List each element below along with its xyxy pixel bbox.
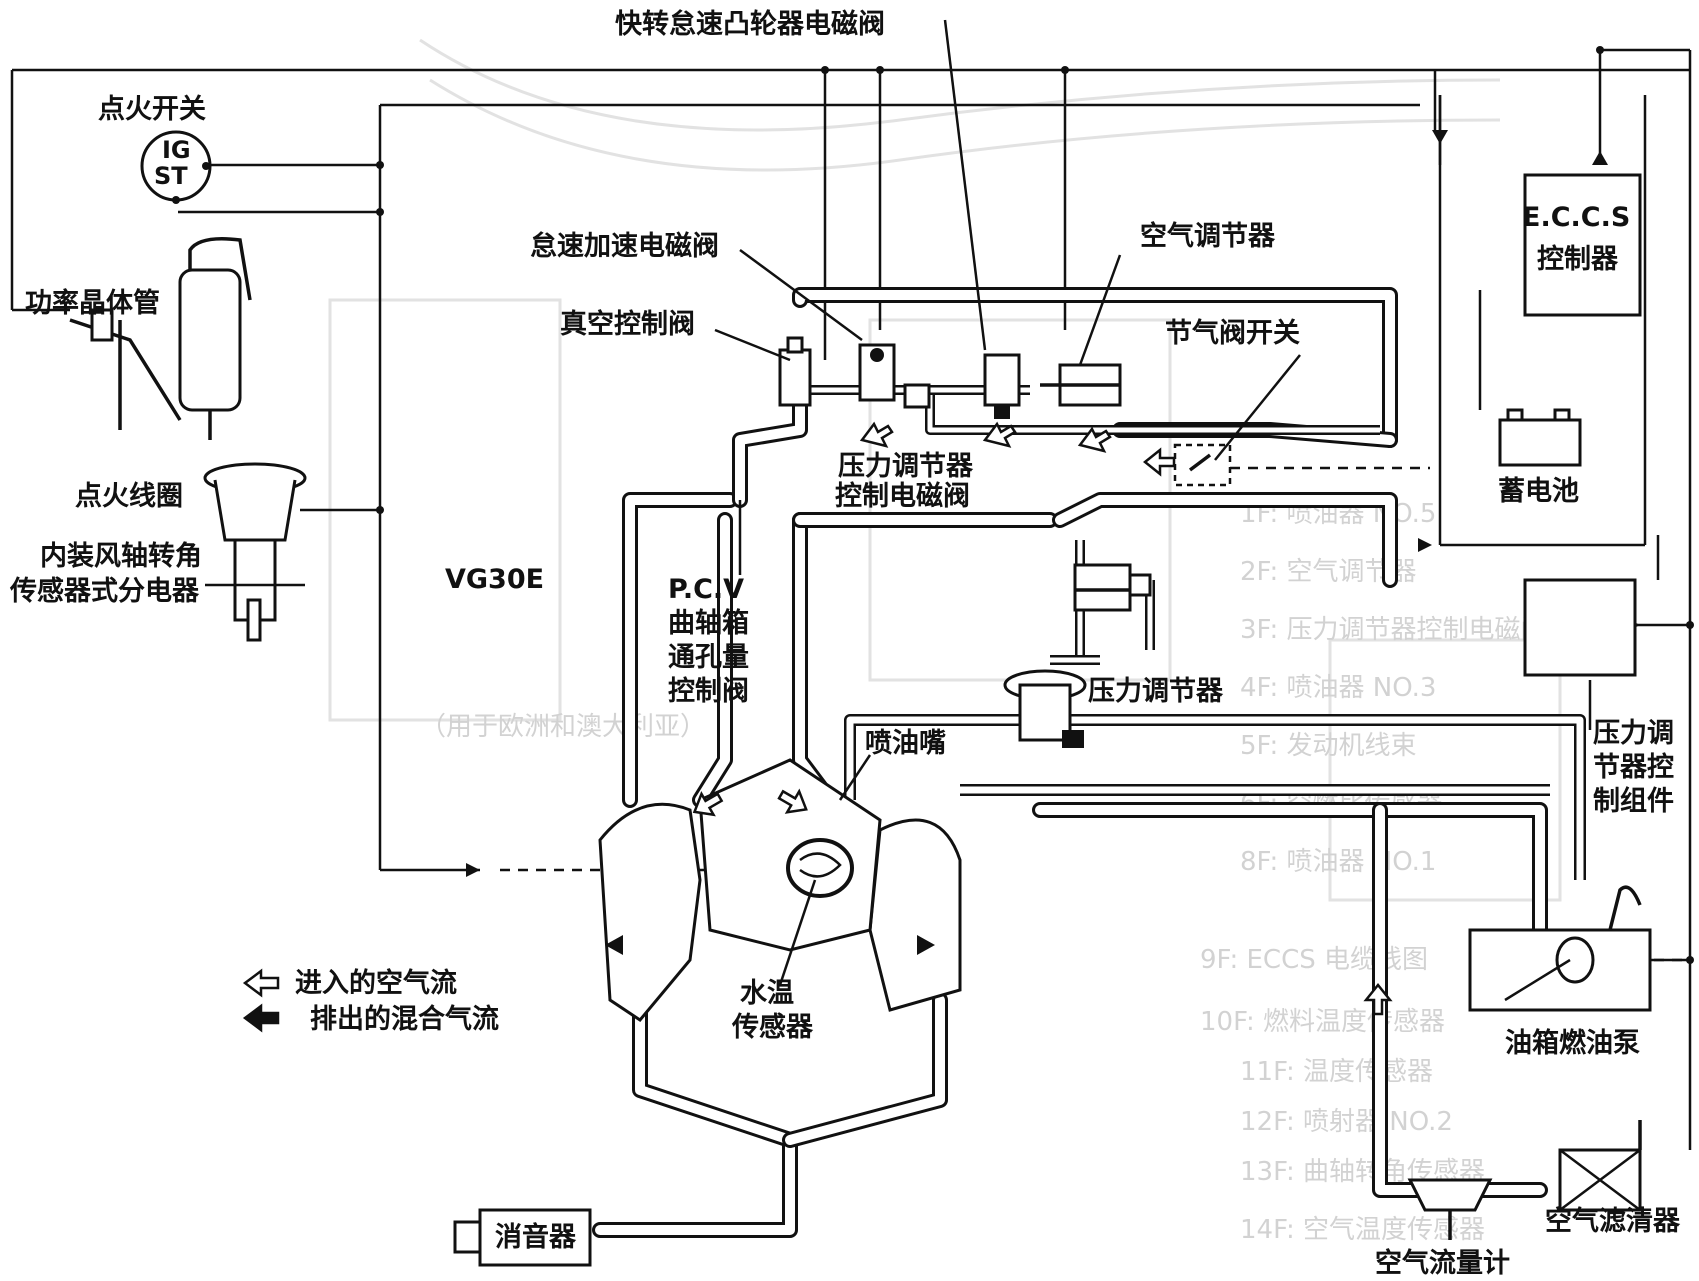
label-ignition-coil: 点火线圈	[75, 481, 183, 512]
label-eccs-line1: E.C.C.S	[1522, 202, 1630, 233]
air-hoses	[592, 287, 1548, 1238]
label-water-temp-line1: 水温	[740, 978, 794, 1009]
label-pressure-regulator: 压力调节器	[1088, 676, 1224, 707]
ghost-text-9: 10F: 燃料温度传感器	[1200, 1007, 1445, 1037]
fuel-pump-body	[1555, 936, 1595, 984]
fuel-tank	[1468, 885, 1652, 1012]
label-eccs-line2: 控制器	[1537, 244, 1619, 275]
label-fast-idle-cam-solenoid: 快转怠速凸轮器电磁阀	[615, 8, 885, 40]
legend-intake-text: 进入的空气流	[295, 967, 457, 999]
ghost-text-11: 12F: 喷射器 NO.2	[1240, 1107, 1453, 1137]
ghost-text-7: 8F: 喷油器 NO.1	[1240, 847, 1436, 877]
exhaust-arrow-icon	[242, 1003, 280, 1033]
label-pr-solenoid-line1: 压力调节器	[838, 451, 974, 482]
label-air-flow-meter: 空气流量计	[1375, 1247, 1510, 1279]
label-air-cleaner: 空气滤清器	[1545, 1205, 1681, 1237]
label-air-regulator: 空气调节器	[1140, 220, 1276, 252]
intake-arrow-icon	[242, 968, 280, 998]
label-pr-control-unit-line2: 节器控	[1593, 752, 1674, 783]
ignition-switch-st-text: ST	[154, 162, 188, 190]
ghost-text-5: 5F: 发动机线束	[1240, 731, 1417, 761]
label-pcv-line1: P.C.V	[668, 574, 744, 605]
flow-arrows	[605, 421, 1393, 1016]
label-battery: 蓄电池	[1498, 476, 1579, 507]
label-fuel-pump: 油箱燃油泵	[1505, 1027, 1640, 1059]
water-temp-sensor-body	[786, 838, 854, 898]
ghost-text-8: 9F: ECCS 电缆线图	[1200, 945, 1428, 975]
label-pcv-line2: 曲轴箱	[668, 607, 749, 639]
ghost-text-3: 3F: 压力调节器控制电磁阀	[1240, 615, 1547, 645]
label-ignition-switch: 点火开关	[98, 94, 206, 125]
air-flow-meter	[1407, 1178, 1493, 1240]
ignition-switch: IG ST	[140, 130, 212, 204]
ignition-switch-ig-text: IG	[162, 136, 191, 164]
label-power-transistor: 功率晶体管	[25, 287, 160, 319]
muffler	[453, 1208, 592, 1267]
label-muffler: 消音器	[495, 1221, 577, 1253]
fast-idle-cam-solenoid-body	[983, 353, 1021, 407]
label-water-temp-line2: 传感器	[731, 1011, 814, 1043]
solenoid-valves	[778, 336, 1232, 487]
ghost-text-14: （用于欧洲和澳大利亚）	[420, 712, 706, 742]
label-distributor-line2: 传感器式分电器	[9, 575, 200, 607]
legend-exhaust-text: 排出的混合气流	[310, 1003, 499, 1035]
labels: 快转怠速凸轮器电磁阀 点火开关 功率晶体管 点火线圈 内装风轴转角 传感器式分电…	[9, 8, 1681, 1279]
label-pr-control-unit-line3: 制组件	[1593, 785, 1674, 817]
label-throttle-switch: 节气阀开关	[1165, 318, 1300, 349]
fuel-lines	[844, 688, 1586, 880]
label-distributor-line1: 内装风轴转角	[40, 540, 202, 572]
label-vacuum-control-valve: 真空控制阀	[560, 308, 695, 340]
label-idle-up-solenoid: 怠速加速电磁阀	[530, 230, 719, 262]
eccs-controller-box	[1523, 173, 1642, 317]
label-pr-control-unit-line1: 压力调	[1593, 718, 1674, 749]
engine-block	[598, 758, 962, 1022]
legend: 进入的空气流 排出的混合气流	[242, 967, 499, 1035]
ghost-text-13: 14F: 空气温度传感器	[1240, 1215, 1485, 1245]
label-injector: 喷油嘴	[865, 728, 946, 759]
ghost-text-4: 4F: 喷油器 NO.3	[1240, 673, 1436, 703]
air-cleaner	[1558, 1120, 1642, 1212]
pr-control-solenoid-valve	[1073, 563, 1152, 612]
distributor	[203, 462, 307, 642]
ignition-coil-assembly	[69, 237, 252, 440]
ghost-text-10: 11F: 温度传感器	[1240, 1057, 1433, 1087]
label-pr-solenoid-line2: 控制电磁阀	[835, 481, 970, 512]
label-pcv-line4: 控制阀	[668, 676, 749, 707]
label-pcv-line3: 通孔量	[668, 642, 749, 673]
label-engine-model: VG30E	[445, 564, 544, 595]
pr-control-unit-box	[1523, 578, 1637, 677]
battery	[1498, 408, 1582, 467]
pressure-regulator	[1003, 669, 1087, 748]
leader-lines	[714, 19, 1592, 1002]
